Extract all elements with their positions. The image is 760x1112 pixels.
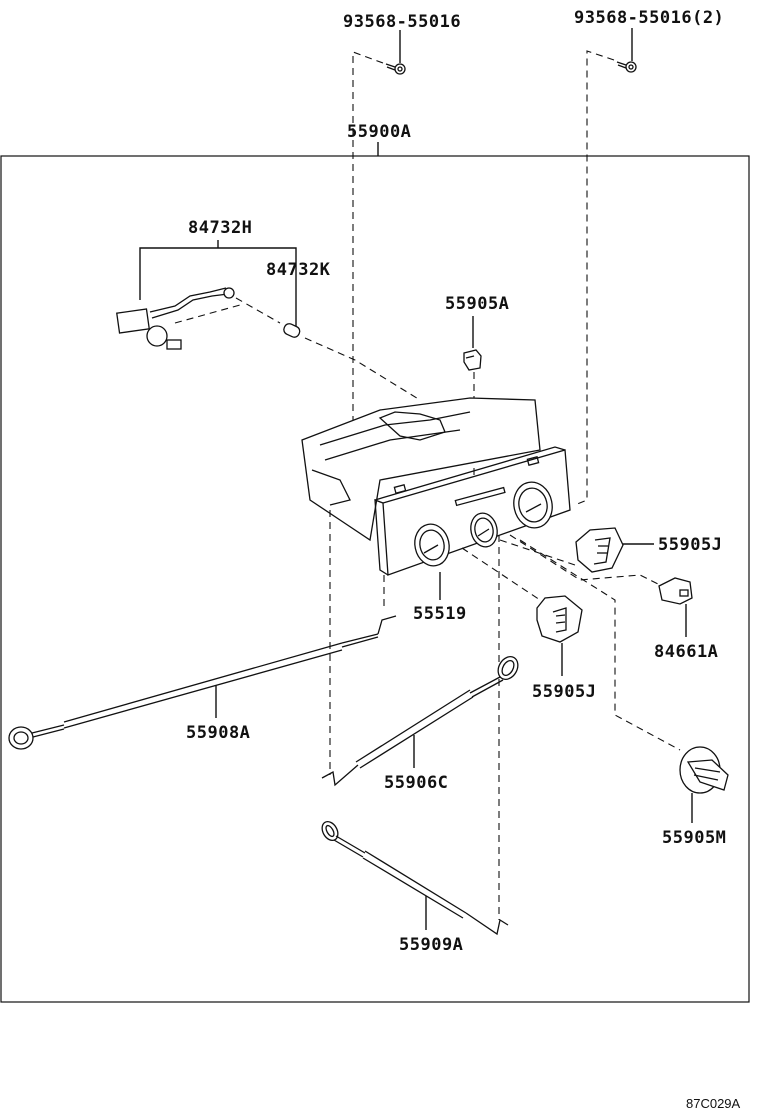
callout-55905J-upper[interactable]: 55905J [658, 535, 722, 555]
switch-84661A-part[interactable] [658, 577, 693, 605]
callout-84732K[interactable]: 84732K [266, 260, 331, 280]
knob-55905J-upper-part[interactable] [575, 527, 624, 573]
figure-code: 87C029A [686, 1096, 741, 1111]
callout-55905A[interactable]: 55905A [445, 294, 509, 314]
knob-55905J-lower-part[interactable] [536, 595, 583, 643]
cable-55908A-part[interactable] [8, 615, 397, 750]
knob-55905M-part[interactable] [679, 746, 729, 794]
cable-55909A-part[interactable] [319, 819, 509, 936]
callout-55519[interactable]: 55519 [413, 604, 467, 624]
callout-55908A[interactable]: 55908A [186, 723, 250, 743]
cable-55906C-part[interactable] [321, 653, 522, 787]
callout-93568-55016[interactable]: 93568-55016 [343, 12, 461, 32]
callout-55906C[interactable]: 55906C [384, 773, 448, 793]
callout-55905M[interactable]: 55905M [662, 828, 726, 848]
knob-55905A-part[interactable] [463, 349, 482, 371]
screw-right[interactable] [616, 61, 637, 73]
bulb-socket-part[interactable] [116, 287, 235, 350]
assembly-frame [0, 155, 750, 1003]
callout-84732H[interactable]: 84732H [188, 218, 252, 238]
callout-84661A[interactable]: 84661A [654, 642, 718, 662]
callout-93568-55016-2[interactable]: 93568-55016(2) [574, 8, 724, 28]
callout-55909A[interactable]: 55909A [399, 935, 463, 955]
callout-55900A[interactable]: 55900A [347, 122, 411, 142]
heater-control-unit[interactable] [301, 397, 571, 576]
bulb-part[interactable] [282, 322, 301, 339]
screw-left[interactable] [385, 63, 406, 75]
callout-55905J-lower[interactable]: 55905J [532, 682, 596, 702]
